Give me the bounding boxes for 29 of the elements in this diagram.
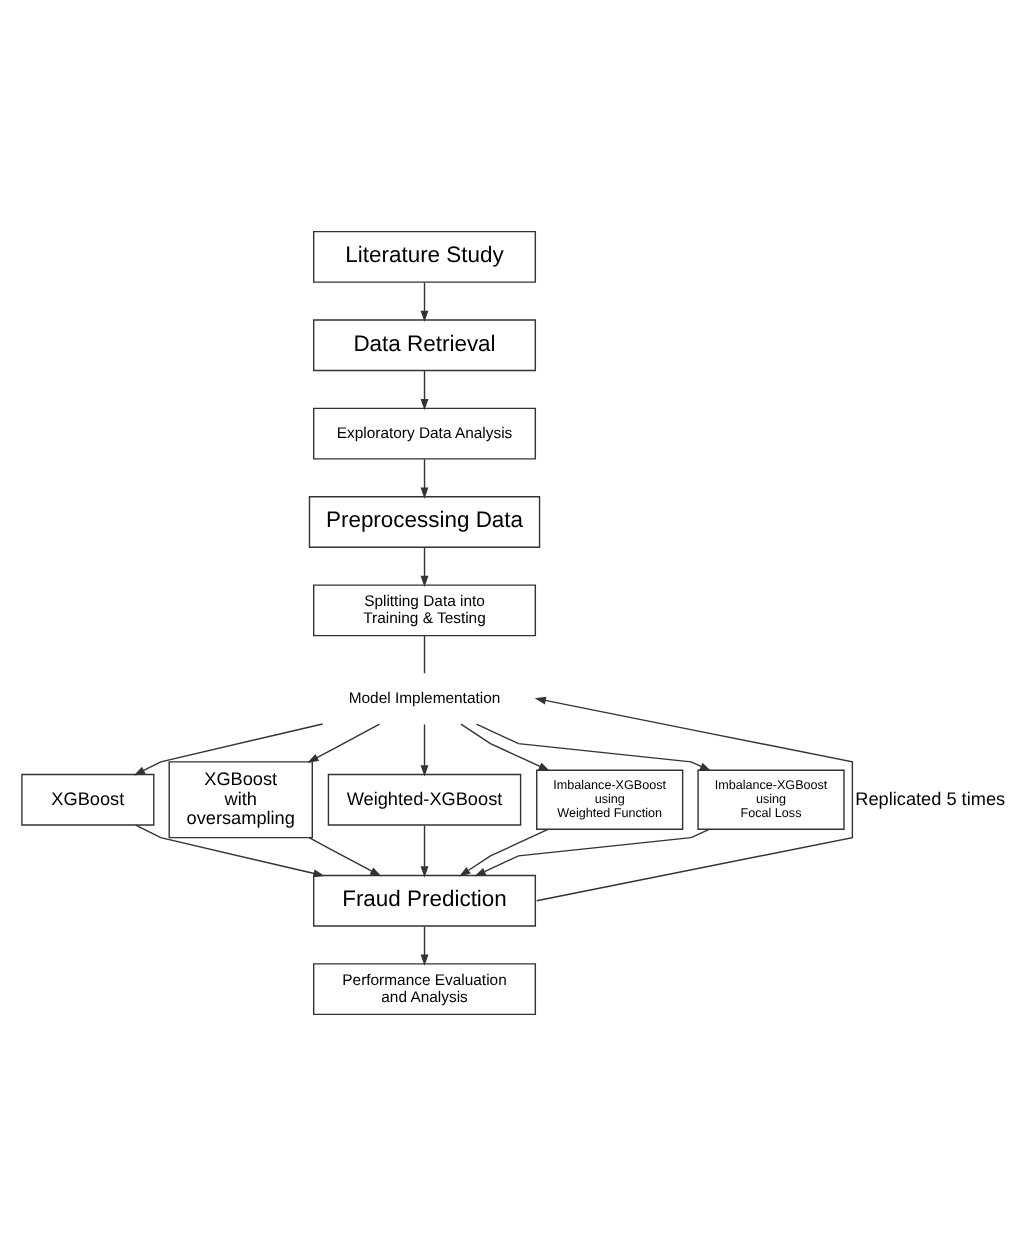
node-text: Model Implementation [348, 688, 501, 707]
arrow [133, 723, 324, 776]
node-box: Weighted-XGBoost [327, 773, 522, 826]
arrow [459, 828, 549, 877]
arrow [420, 281, 429, 322]
arrow [460, 723, 550, 771]
node-box: XGBoost with oversampling [168, 761, 313, 839]
arrow [135, 824, 325, 878]
node-box: Preprocessing Data [308, 496, 541, 548]
arrow [420, 370, 429, 411]
node-box: Literature Study [313, 230, 537, 283]
arrow [534, 696, 854, 902]
node-box: Data Retrieval [313, 319, 537, 372]
arrow [474, 828, 710, 877]
node-box: Performance Evaluation and Analysis [313, 963, 537, 1016]
arrow [420, 824, 429, 878]
arrow [420, 458, 429, 499]
arrow [307, 723, 381, 763]
arrow [475, 723, 712, 772]
arrow [420, 925, 429, 966]
edge-label: Replicated 5 times [855, 788, 1006, 809]
connector [423, 635, 426, 674]
node-box: XGBoost [21, 773, 155, 826]
arrow [420, 547, 429, 588]
node-box: Exploratory Data Analysis [313, 407, 537, 460]
node-box: Fraud Prediction [313, 874, 537, 927]
arrow [420, 723, 429, 777]
node-box: Splitting Data into Training & Testing [313, 584, 537, 637]
arrow [308, 837, 382, 877]
